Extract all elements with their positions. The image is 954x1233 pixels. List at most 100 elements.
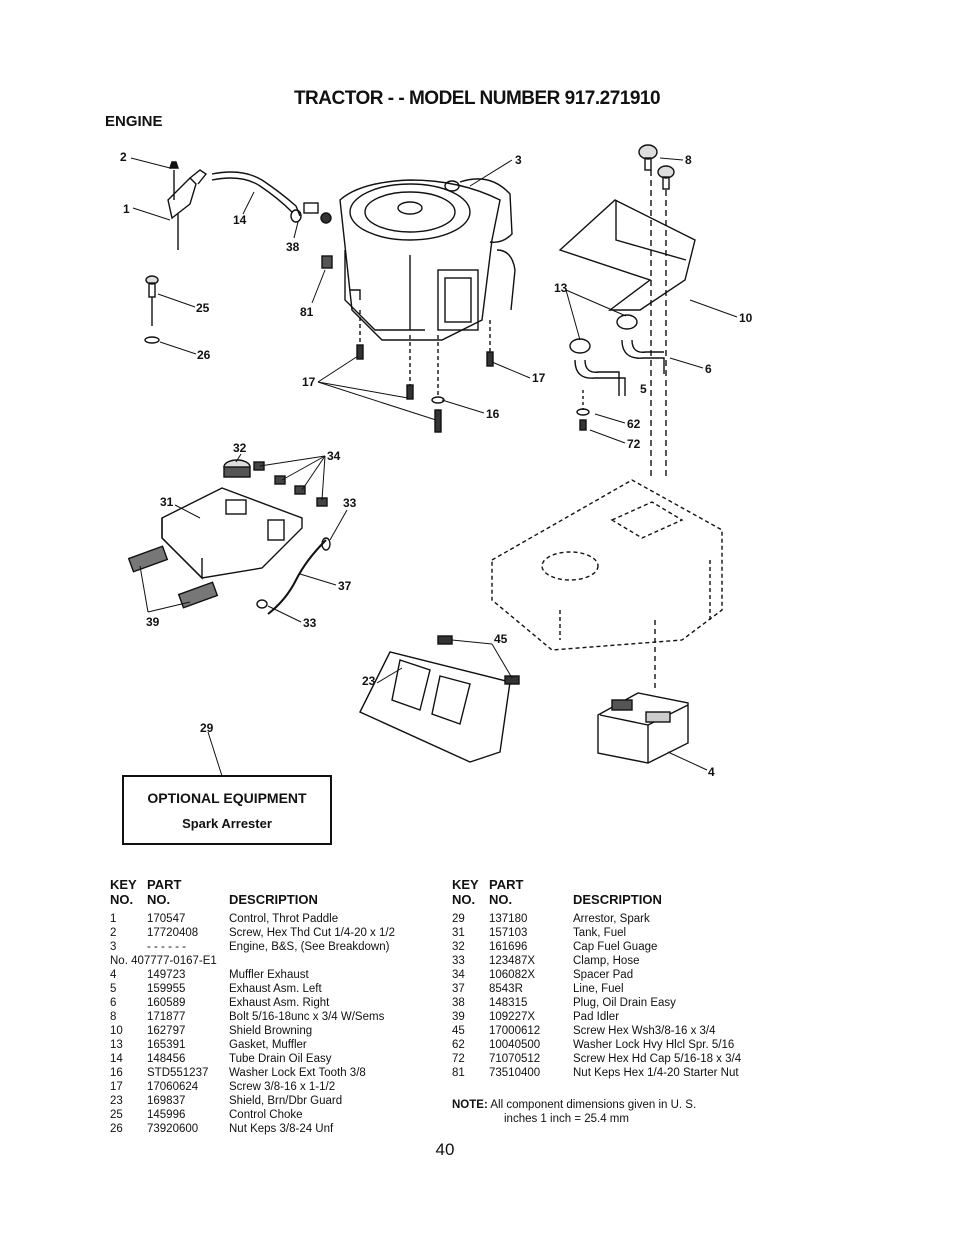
part-description: Screw 3/8-16 x 1-1/2: [229, 1081, 336, 1093]
part-description: Nut Keps Hex 1/4-20 Starter Nut: [573, 1067, 739, 1079]
callout-label: 5: [640, 382, 647, 396]
muffler-part: [597, 620, 689, 764]
callout-label: 10: [739, 311, 753, 325]
part-description: Spacer Pad: [573, 969, 634, 981]
callout-label: 14: [233, 213, 247, 227]
part-description: Arrestor, Spark: [573, 913, 650, 925]
key-no-header: NO.: [452, 892, 476, 907]
key-number: 45: [452, 1025, 465, 1037]
callout-numbers: 2 1 14 38 81 3 8 10 13 6 5 62 72 25 26 1…: [120, 150, 753, 779]
key-number: 31: [452, 927, 465, 939]
key-number: 13: [110, 1039, 123, 1051]
part-description: Control, Throt Paddle: [229, 913, 339, 925]
key-number: 1: [110, 913, 117, 925]
callout-label: 1: [123, 202, 130, 216]
part-description: Tank, Fuel: [573, 927, 627, 939]
optional-equipment-box: OPTIONAL EQUIPMENT Spark Arrester: [122, 775, 332, 845]
part-description: Engine, B&S, (See Breakdown): [229, 941, 390, 953]
callout-label: 3: [515, 153, 522, 167]
choke-control-part: [144, 275, 160, 344]
part-description: Plug, Oil Drain Easy: [573, 997, 676, 1009]
table-row: 3 - - - - - - Engine, B&S, (See Breakdown): [110, 940, 450, 954]
key-number: 38: [452, 997, 465, 1009]
part-description: Clamp, Hose: [573, 955, 640, 967]
part-number: 149723: [147, 969, 186, 981]
part-description: Line, Fuel: [573, 983, 624, 995]
key-number: 8: [110, 1011, 117, 1023]
key-number: 33: [452, 955, 465, 967]
part-description: Cap Fuel Guage: [573, 941, 658, 953]
callout-label: 39: [146, 615, 160, 629]
callout-label: 25: [196, 301, 210, 315]
key-no-header: NO.: [110, 892, 134, 907]
callout-label: 13: [554, 281, 568, 295]
table-row: 81 73510400 Nut Keps Hex 1/4-20 Starter Nu…: [452, 1066, 792, 1080]
part-number: 165391: [147, 1039, 186, 1051]
part-number: 8543R: [489, 983, 523, 995]
part-number: 71070512: [489, 1053, 541, 1065]
callout-label: 33: [343, 496, 357, 510]
callout-label: 17: [302, 375, 316, 389]
part-description: Screw Hex Wsh3/8-16 x 3/4: [573, 1025, 716, 1037]
part-description: Exhaust Asm. Right: [229, 997, 330, 1009]
part-number: 161696: [489, 941, 528, 953]
part-number: 123487X: [489, 955, 536, 967]
part-number: 137180: [489, 913, 528, 925]
key-number: 62: [452, 1039, 465, 1051]
table-row: 1 170547 Control, Throt Paddle: [110, 912, 450, 926]
part-number: 17720408: [147, 927, 199, 939]
part-no-header: NO.: [147, 892, 171, 907]
part-number: 73920600: [147, 1123, 199, 1135]
description-header: DESCRIPTION: [229, 892, 318, 907]
frame-plate-part: [491, 479, 723, 651]
parts-table-header: KEY NO. PART NO. DESCRIPTION: [452, 878, 792, 912]
callout-label: 2: [120, 150, 127, 164]
part-number: 17000612: [489, 1025, 541, 1037]
section-heading: ENGINE: [105, 113, 163, 130]
key-header: KEY: [110, 877, 137, 892]
engine-mounting-screws: [356, 310, 494, 433]
guard-shield-part: [359, 635, 520, 763]
table-row: 31 157103 Tank, Fuel: [452, 926, 792, 940]
part-number: 170547: [147, 913, 186, 925]
part-number: 162797: [147, 1025, 186, 1037]
key-number: 10: [110, 1025, 123, 1037]
part-header: PART: [489, 877, 524, 892]
throttle-control-part: [167, 161, 208, 250]
callout-label: 17: [532, 371, 546, 385]
table-row: No. 407777-0167-E1: [110, 954, 450, 968]
key-number: 34: [452, 969, 465, 981]
part-number: 157103: [489, 927, 528, 939]
key-number: 3: [110, 941, 117, 953]
part-number: 160589: [147, 997, 186, 1009]
oil-drain-tube-part: [211, 171, 333, 269]
key-number: 81: [452, 1067, 465, 1079]
callout-label: 6: [705, 362, 712, 376]
part-number: 148456: [147, 1053, 186, 1065]
part-number: 159955: [147, 983, 186, 995]
part-description: Pad Idler: [573, 1011, 620, 1023]
part-number: 73510400: [489, 1067, 541, 1079]
part-no-header: NO.: [489, 892, 513, 907]
part-description: Shield, Brn/Dbr Guard: [229, 1095, 343, 1107]
part-number: STD551237: [147, 1067, 209, 1079]
key-number: 26: [110, 1123, 123, 1135]
part-number: - - - - - -: [147, 941, 186, 953]
shield-and-bolts-part: [558, 144, 696, 480]
key-number: 17: [110, 1081, 123, 1093]
note-label: NOTE:: [452, 1099, 488, 1111]
optional-equipment-title: OPTIONAL EQUIPMENT: [147, 790, 307, 806]
callout-label: 72: [627, 437, 641, 451]
key-number: 4: [110, 969, 117, 981]
description-header: DESCRIPTION: [573, 892, 662, 907]
